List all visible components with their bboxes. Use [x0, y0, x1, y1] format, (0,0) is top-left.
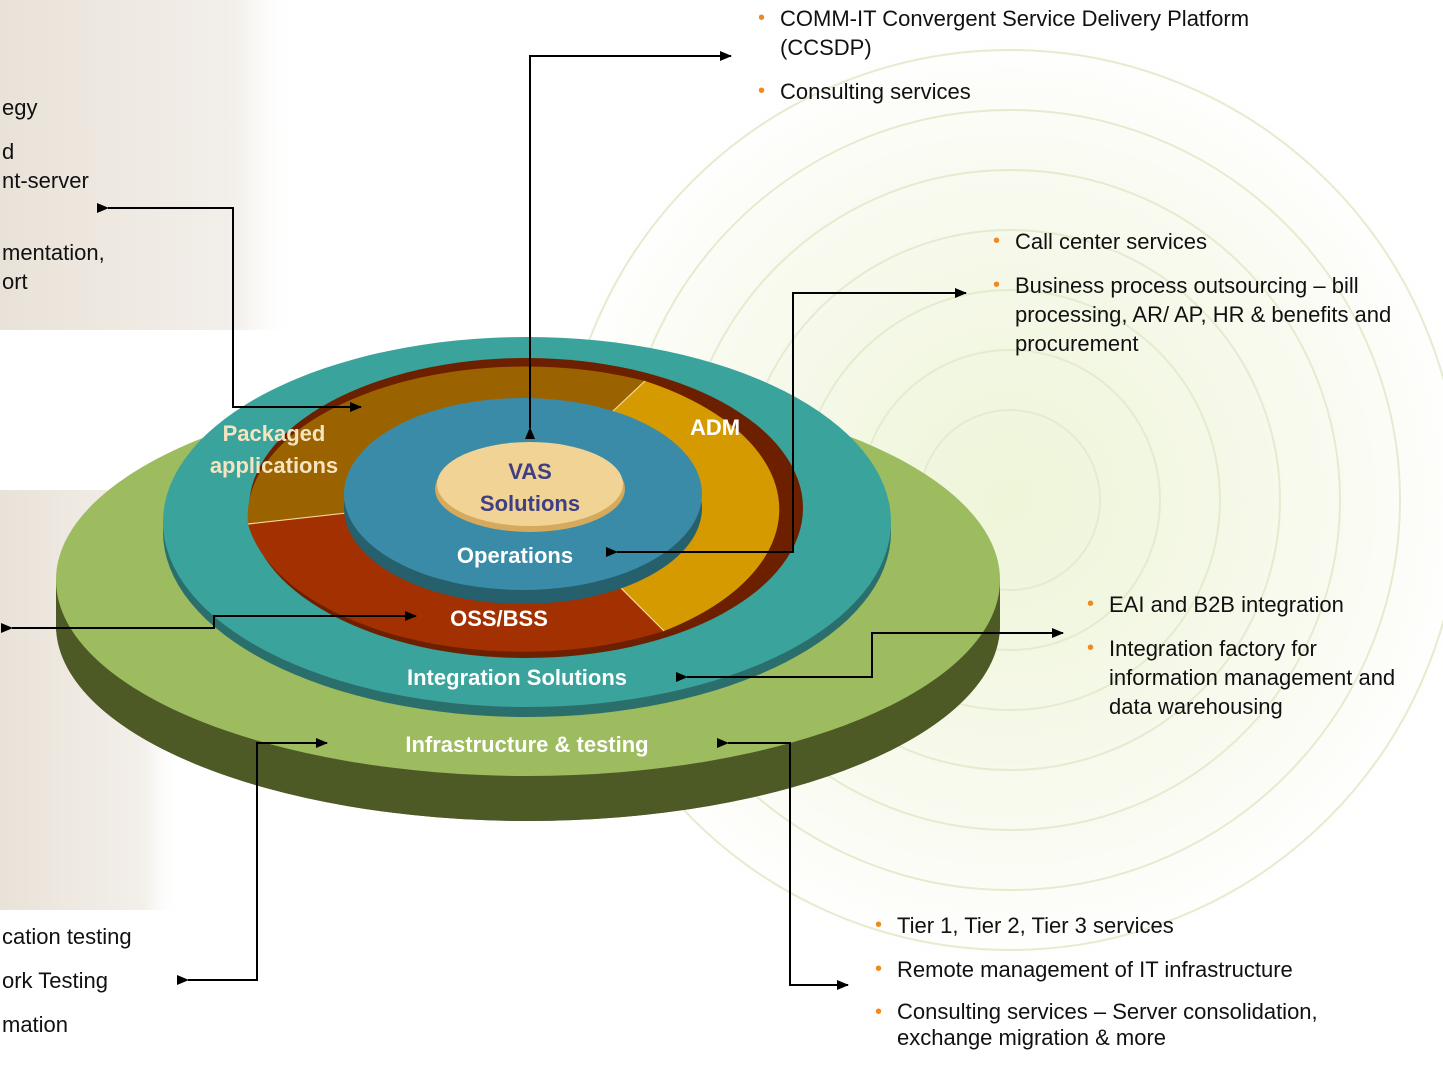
text-fragment: nt-server [2, 168, 89, 193]
list-item: Call center services [991, 227, 1443, 256]
infrastructure-connector [717, 738, 849, 990]
oss-bss-connector [1, 611, 417, 633]
photo-panel-top [0, 0, 295, 330]
operations-label: Operations [457, 543, 573, 568]
vas-connector [525, 51, 732, 439]
vas-label-line1: VAS [508, 459, 552, 484]
vas-disc-top [437, 442, 623, 526]
packaged-label-line1: Packaged [223, 421, 326, 446]
list-item: Consulting services [756, 77, 1276, 106]
infrastructure-label: Infrastructure & testing [405, 732, 648, 757]
integration-label: Integration Solutions [407, 665, 627, 690]
adm-label: ADM [690, 415, 740, 440]
vas-disc [435, 442, 625, 532]
text-fragment: egy [2, 95, 38, 120]
list-item: Business process outsourcing – bill proc… [991, 271, 1443, 358]
list-item: Remote management of IT infrastructure [873, 955, 1413, 984]
list-item: COMM-IT Convergent Service Delivery Plat… [756, 4, 1276, 62]
list-item: Consulting services – Server consolidati… [873, 999, 1413, 1051]
packaged-label-line2: applications [210, 453, 338, 478]
vas-label-line2: Solutions [480, 491, 580, 516]
packaged-connector [97, 203, 362, 412]
text-fragment: mation [2, 1012, 69, 1037]
integration-connector [676, 628, 1064, 682]
operations-callout: Call center services Business process ou… [991, 227, 1443, 373]
connectors [1, 51, 1064, 990]
integration-callout: EAI and B2B integration Integration fact… [1085, 590, 1415, 736]
text-fragment: cation testing [2, 924, 132, 949]
list-item: Tier 1, Tier 2, Tier 3 services [873, 911, 1413, 940]
vas-callout: COMM-IT Convergent Service Delivery Plat… [756, 4, 1276, 121]
operations-connector [606, 288, 967, 557]
testing-connector [177, 738, 328, 985]
text-fragment: d [2, 139, 15, 164]
oss-bss-label: OSS/BSS [450, 606, 548, 631]
text-fragment: ort [2, 269, 28, 294]
text-fragment: ork Testing [2, 968, 108, 993]
list-item: EAI and B2B integration [1085, 590, 1415, 619]
list-item: Integration factory for information mana… [1085, 634, 1415, 721]
infrastructure-callout: Tier 1, Tier 2, Tier 3 services Remote m… [873, 911, 1413, 1066]
text-fragment: mentation, [2, 240, 105, 265]
